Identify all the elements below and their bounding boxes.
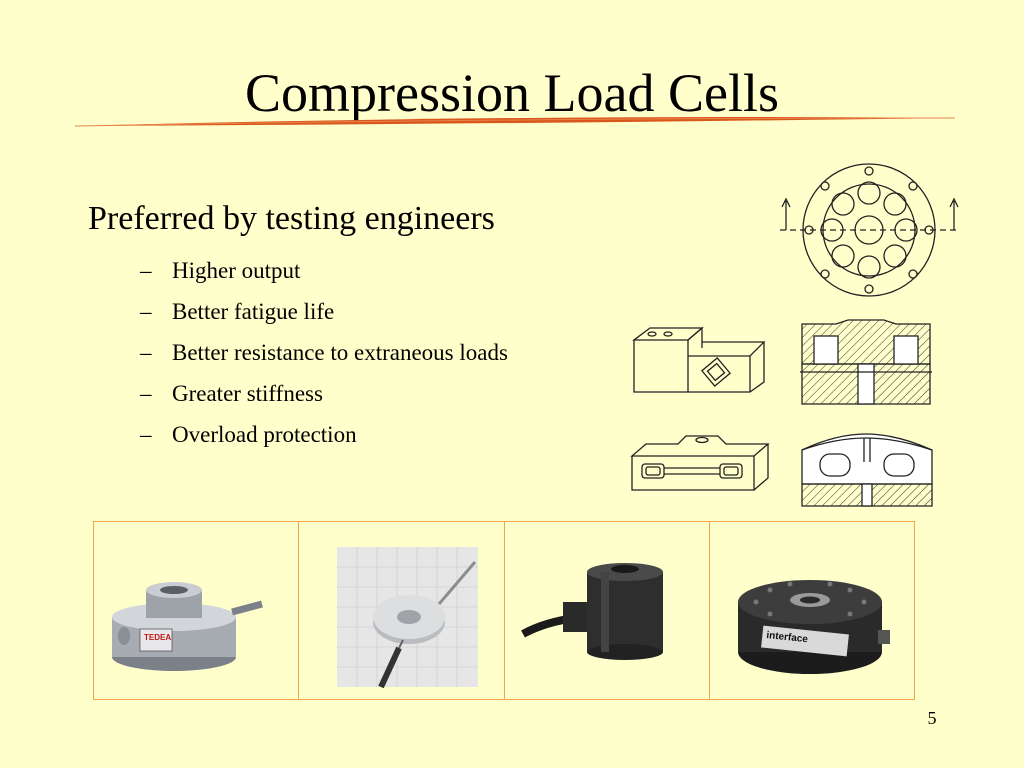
tedea-brand-label: TEDEA bbox=[144, 633, 171, 642]
sub-bullet: –Overload protection bbox=[140, 414, 508, 455]
interface-load-cell-photo: interface bbox=[737, 580, 890, 674]
sub-bullet: –Better fatigue life bbox=[140, 291, 508, 332]
sub-bullet-text: Greater stiffness bbox=[172, 381, 323, 406]
photo-cell-pancake bbox=[299, 522, 505, 699]
pancake-load-cell-photo bbox=[337, 547, 479, 689]
sub-bullet-text: Higher output bbox=[172, 258, 301, 283]
double-beam-drawing bbox=[630, 435, 770, 491]
cross-section-drawing bbox=[800, 319, 932, 405]
slide-title: Compression Load Cells bbox=[245, 63, 779, 123]
dash-marker: – bbox=[140, 299, 152, 324]
interface-brand-label: interface bbox=[766, 630, 809, 645]
photo-cell-interface: interface bbox=[710, 522, 914, 699]
sub-bullet-text: Better fatigue life bbox=[172, 299, 335, 324]
sub-bullet: –Greater stiffness bbox=[140, 373, 508, 414]
shear-beam-drawing bbox=[632, 326, 766, 393]
tedea-load-cell-photo: TEDEA bbox=[112, 582, 263, 671]
dash-marker: – bbox=[140, 422, 152, 447]
sub-bullet: –Better resistance to extraneous loads bbox=[140, 332, 508, 373]
dash-marker: – bbox=[140, 340, 152, 365]
circular-load-cell-top-view-drawing bbox=[780, 163, 959, 297]
sub-bullet-list: –Higher output –Better fatigue life –Bet… bbox=[140, 250, 508, 455]
main-bullet: Preferred by testing engineers bbox=[88, 200, 495, 237]
sub-bullet: –Higher output bbox=[140, 250, 508, 291]
dash-marker: – bbox=[140, 258, 152, 283]
canister-load-cell-photo bbox=[520, 563, 663, 660]
pocket-section-drawing bbox=[801, 433, 933, 507]
dash-marker: – bbox=[140, 381, 152, 406]
sub-bullet-text: Better resistance to extraneous loads bbox=[172, 340, 508, 365]
sub-bullet-text: Overload protection bbox=[172, 422, 357, 447]
photo-cell-canister bbox=[505, 522, 710, 699]
photo-cell-tedea: TEDEA bbox=[94, 522, 300, 699]
title-underline bbox=[74, 117, 956, 127]
page-number: 5 bbox=[927, 708, 937, 728]
photo-table: TEDEA bbox=[93, 521, 915, 700]
